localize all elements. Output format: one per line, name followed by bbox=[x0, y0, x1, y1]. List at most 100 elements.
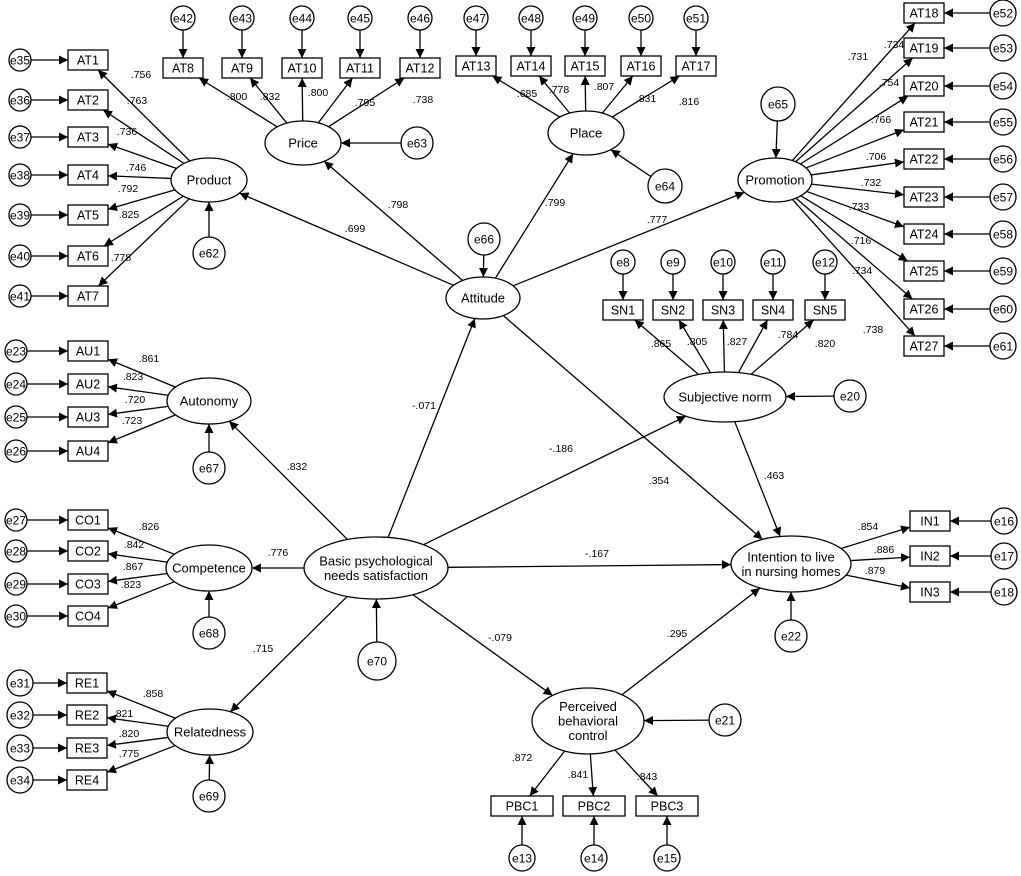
error-label-e33: e33 bbox=[10, 741, 30, 755]
loading-value-RE3: .820 bbox=[119, 728, 140, 740]
error-label-e20: e20 bbox=[840, 389, 860, 403]
error-label-e49: e49 bbox=[575, 11, 595, 25]
loading-value-AT20: .754 bbox=[879, 77, 900, 89]
loading-arrow-SN5 bbox=[750, 319, 814, 375]
loading-arrow-AT27 bbox=[791, 198, 916, 337]
loading-value-AT3: .736 bbox=[117, 126, 138, 138]
error-term-e65 bbox=[760, 86, 796, 122]
error-term-e56 bbox=[989, 145, 1017, 173]
latent-bpns bbox=[303, 536, 449, 600]
error-label-e34: e34 bbox=[10, 773, 30, 787]
structural-path-bpns-to-autonomy bbox=[228, 420, 348, 540]
error-term-e57 bbox=[989, 183, 1017, 211]
loading-arrow-AT3 bbox=[107, 142, 177, 170]
error-term-e70 bbox=[357, 641, 397, 681]
error-term-e36 bbox=[8, 88, 32, 112]
indicator-label-AT23: AT23 bbox=[910, 191, 939, 205]
latent-label-relatedness: Relatedness bbox=[174, 725, 247, 740]
indicator-AT10 bbox=[281, 57, 323, 79]
error-term-e48 bbox=[518, 5, 544, 31]
loading-value-PBC2: .841 bbox=[568, 769, 589, 781]
error-label-e16: e16 bbox=[994, 514, 1014, 528]
error-term-e14 bbox=[580, 844, 608, 872]
loading-arrow-CO3 bbox=[107, 572, 168, 585]
indicator-AT11 bbox=[339, 57, 381, 79]
loading-value-AT14: .778 bbox=[549, 84, 570, 96]
structural-path-bpns-to-subjnorm bbox=[423, 415, 687, 546]
error-term-e31 bbox=[6, 669, 34, 697]
indicator-label-PBC2: PBC2 bbox=[578, 800, 611, 814]
indicator-label-IN3: IN3 bbox=[920, 586, 940, 600]
error-term-e34 bbox=[6, 766, 34, 794]
loading-value-AT18: .731 bbox=[848, 51, 869, 63]
indicator-label-AT13: AT13 bbox=[462, 60, 491, 74]
structural-path-attitude-to-place bbox=[494, 153, 574, 279]
loading-value-AT23: .732 bbox=[861, 177, 882, 189]
indicator-label-AT5: AT5 bbox=[77, 209, 99, 223]
error-term-e61 bbox=[989, 332, 1017, 360]
indicator-AU2 bbox=[67, 373, 109, 395]
latent-label-promotion: Promotion bbox=[745, 173, 804, 188]
loading-arrow-AT24 bbox=[806, 190, 905, 228]
error-term-e32 bbox=[6, 701, 34, 729]
latent-label-pbc: control bbox=[568, 728, 607, 743]
loading-value-CO4: .823 bbox=[121, 579, 142, 591]
loading-value-AT22: .706 bbox=[866, 151, 887, 163]
error-term-e30 bbox=[4, 604, 28, 628]
indicator-label-RE1: RE1 bbox=[75, 677, 99, 691]
error-term-e49 bbox=[572, 5, 598, 31]
structural-path-bpns-to-pbc bbox=[412, 594, 553, 696]
loading-arrow-AT22 bbox=[810, 158, 905, 176]
error-label-e61: e61 bbox=[993, 339, 1013, 353]
indicator-label-AT4: AT4 bbox=[77, 169, 99, 183]
loading-arrow-AT23 bbox=[811, 183, 905, 199]
error-term-e47 bbox=[463, 5, 489, 31]
loading-arrow-AT17 bbox=[611, 75, 680, 118]
indicator-CO2 bbox=[67, 540, 109, 562]
loading-arrow-AT5 bbox=[107, 189, 176, 212]
loading-arrow-CO1 bbox=[107, 527, 175, 555]
indicator-label-AT25: AT25 bbox=[910, 265, 939, 279]
error-label-e13: e13 bbox=[512, 851, 532, 865]
loading-value-AT9: .832 bbox=[260, 91, 281, 103]
loading-value-AT2: .763 bbox=[127, 95, 148, 107]
error-term-e43 bbox=[229, 5, 255, 31]
indicator-CO1 bbox=[67, 509, 109, 531]
error-label-e63: e63 bbox=[407, 136, 427, 150]
error-label-e62: e62 bbox=[199, 246, 219, 260]
indicator-AT22 bbox=[903, 148, 945, 170]
error-term-e21 bbox=[708, 703, 742, 737]
loading-arrow-AT14 bbox=[538, 75, 571, 114]
error-term-e33 bbox=[6, 734, 34, 762]
error-label-e23: e23 bbox=[6, 344, 26, 358]
indicator-label-CO2: CO2 bbox=[75, 545, 101, 559]
loading-arrow-RE3 bbox=[106, 736, 169, 749]
latent-label-subjnorm: Subjective norm bbox=[678, 390, 771, 405]
error-label-e10: e10 bbox=[713, 255, 733, 269]
indicator-SN1 bbox=[602, 299, 644, 321]
indicator-CO3 bbox=[67, 573, 109, 595]
structural-path-subjnorm-to-intention bbox=[734, 421, 781, 537]
indicator-AU3 bbox=[67, 406, 109, 428]
loading-arrow-AT4 bbox=[107, 171, 172, 181]
error-term-e26 bbox=[4, 439, 28, 463]
indicator-label-SN1: SN1 bbox=[611, 304, 635, 318]
indicator-SN4 bbox=[752, 299, 794, 321]
loading-arrow-AT18 bbox=[791, 22, 916, 161]
indicator-label-AT19: AT19 bbox=[910, 42, 939, 56]
error-label-e31: e31 bbox=[10, 676, 30, 690]
path-coefficient-attitude-promotion: .777 bbox=[647, 214, 668, 226]
error-term-e67 bbox=[192, 451, 226, 485]
error-label-e8: e8 bbox=[616, 255, 630, 269]
diagram-nodes: ProductPricePlacePromotionAttitudeAutono… bbox=[4, 0, 1018, 872]
indicator-label-AU2: AU2 bbox=[76, 378, 100, 392]
error-label-e48: e48 bbox=[521, 11, 541, 25]
loading-value-AT12: .738 bbox=[413, 94, 434, 106]
error-label-e26: e26 bbox=[6, 444, 26, 458]
indicator-AT4 bbox=[67, 164, 109, 186]
indicator-AT5 bbox=[67, 204, 109, 226]
loading-value-AT7: .778 bbox=[111, 252, 132, 264]
path-coefficient-bpns-subjnorm: -.186 bbox=[549, 443, 573, 455]
loading-arrow-PBC1 bbox=[529, 750, 566, 797]
error-term-e68 bbox=[192, 616, 226, 650]
